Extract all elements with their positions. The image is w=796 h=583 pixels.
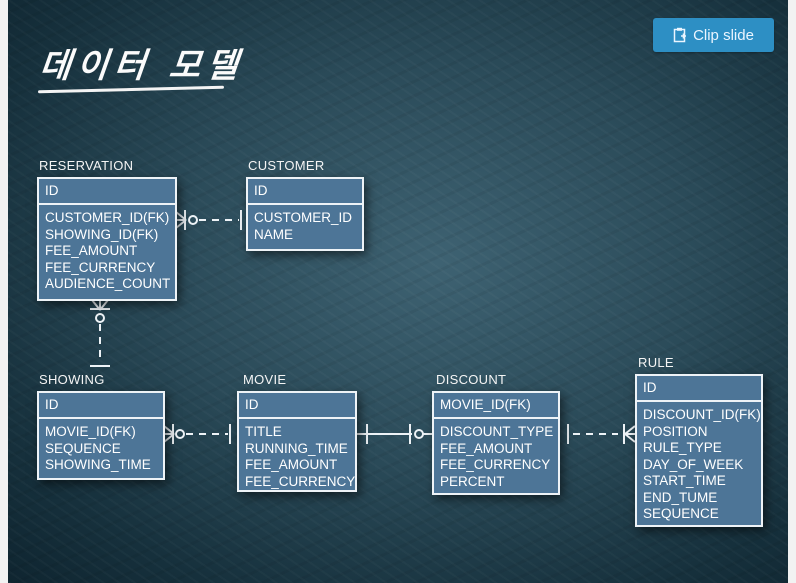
- pk-reservation: ID: [39, 179, 175, 205]
- entity-discount: MOVIE_ID(FK) DISCOUNT_TYPE FEE_AMOUNT FE…: [432, 391, 560, 495]
- attr: MOVIE_ID(FK): [45, 424, 136, 439]
- entity-name-reservation: RESERVATION: [39, 158, 134, 173]
- pk-movie: ID: [239, 393, 355, 419]
- attr: DAY_OF_WEEK: [643, 456, 744, 472]
- circle-reservation-customer: [188, 215, 198, 225]
- attrs-discount: DISCOUNT_TYPE FEE_AMOUNT FEE_CURRENCY PE…: [434, 419, 558, 490]
- attr: FEE_AMOUNT: [245, 457, 338, 472]
- circle-showing-movie: [175, 429, 185, 439]
- attrs-rule: DISCOUNT_ID(FK) POSITION RULE_TYPE DAY_O…: [637, 402, 761, 523]
- pk-customer: ID: [248, 179, 362, 205]
- crowfoot-discount-rule: [624, 425, 636, 443]
- attr: DISCOUNT_ID(FK): [643, 407, 761, 422]
- entity-reservation: ID CUSTOMER_ID(FK) SHOWING_ID(FK) FEE_AM…: [37, 177, 177, 301]
- attr: FEE_AMOUNT: [45, 243, 138, 258]
- entity-name-discount: DISCOUNT: [436, 372, 507, 387]
- attr: CUSTOMER_ID(FK): [45, 210, 170, 225]
- attr: SEQUENCE: [45, 440, 121, 456]
- circle-reservation-showing: [95, 313, 105, 323]
- attrs-movie: TITLE RUNNING_TIME FEE_AMOUNT FEE_CURREN…: [239, 419, 355, 490]
- entity-name-showing: SHOWING: [39, 372, 105, 387]
- attr: END_TUME: [643, 489, 718, 505]
- attr: SEQUENCE: [643, 506, 719, 521]
- attr: START_TIME: [643, 473, 726, 488]
- relationship-lines: [90, 210, 636, 444]
- slide: 데이터 모델 Clip slide: [8, 0, 788, 583]
- attr: TITLE: [245, 424, 282, 439]
- circle-movie-discount: [414, 429, 424, 439]
- attr: NAME: [254, 226, 294, 242]
- attr: SHOWING_ID(FK): [45, 226, 159, 242]
- entity-movie: ID TITLE RUNNING_TIME FEE_AMOUNT FEE_CUR…: [237, 391, 357, 492]
- pk-rule: ID: [637, 376, 761, 402]
- entity-name-rule: RULE: [638, 355, 674, 370]
- entity-customer: ID CUSTOMER_ID NAME: [246, 177, 364, 251]
- entity-name-customer: CUSTOMER: [248, 158, 325, 173]
- attr: SHOWING_TIME: [45, 457, 151, 472]
- entity-name-movie: MOVIE: [243, 372, 287, 387]
- clipboard-icon: [673, 27, 687, 43]
- attr: FEE_CURRENCY: [440, 457, 551, 472]
- entity-showing: ID MOVIE_ID(FK) SEQUENCE SHOWING_TIME: [37, 391, 165, 480]
- attrs-reservation: CUSTOMER_ID(FK) SHOWING_ID(FK) FEE_AMOUN…: [39, 205, 175, 293]
- attr: DISCOUNT_TYPE: [440, 424, 554, 439]
- attr: FEE_AMOUNT: [440, 440, 533, 456]
- pk-showing: ID: [39, 393, 163, 419]
- attr: PERCENT: [440, 473, 505, 489]
- clip-slide-label: Clip slide: [693, 26, 754, 44]
- attr: RUNNING_TIME: [245, 440, 348, 456]
- pk-discount: MOVIE_ID(FK): [434, 393, 558, 419]
- attrs-showing: MOVIE_ID(FK) SEQUENCE SHOWING_TIME: [39, 419, 163, 474]
- attr: POSITION: [643, 423, 708, 439]
- attr: RULE_TYPE: [643, 440, 722, 455]
- attr: FEE_CURRENCY: [245, 473, 356, 489]
- entity-rule: ID DISCOUNT_ID(FK) POSITION RULE_TYPE DA…: [635, 374, 763, 527]
- attr: CUSTOMER_ID: [254, 210, 353, 225]
- clip-slide-button[interactable]: Clip slide: [653, 18, 774, 52]
- attr: AUDIENCE_COUNT: [45, 276, 171, 291]
- attr: FEE_CURRENCY: [45, 259, 156, 275]
- attrs-customer: CUSTOMER_ID NAME: [248, 205, 362, 243]
